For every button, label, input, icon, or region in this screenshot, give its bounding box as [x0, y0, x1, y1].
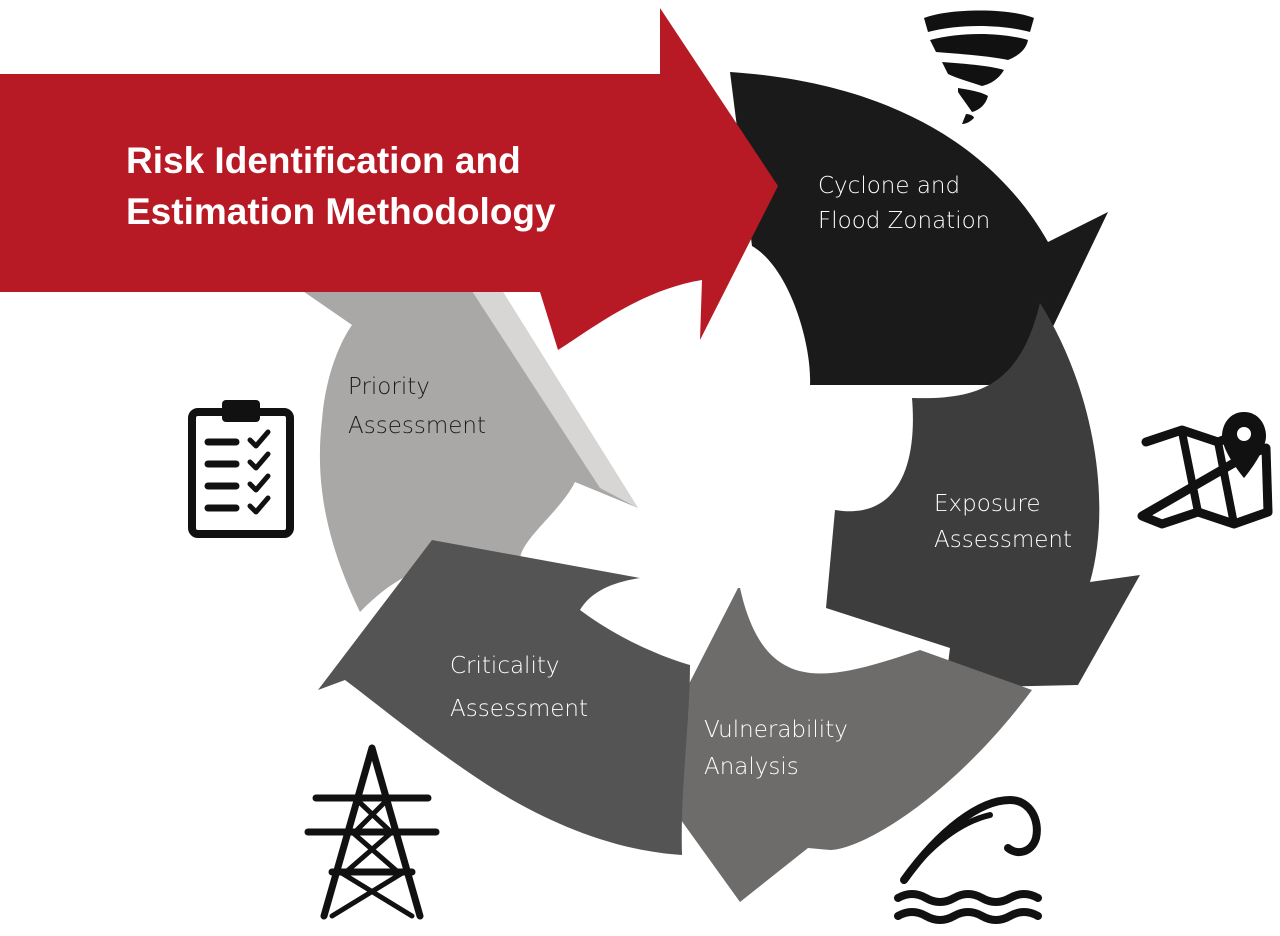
- cycle-arrow-vulnerability-analysis: [645, 588, 1032, 902]
- cycle-arrow-cyclone-flood-zonation: [730, 72, 1108, 385]
- step-label-priority-line-1: Priority: [348, 374, 430, 400]
- map-pin-icon: [1137, 412, 1273, 529]
- step-label-criticality-line-1: Criticality: [450, 653, 559, 679]
- step-label-exposure-line-1: Exposure: [934, 491, 1040, 517]
- clipboard-checklist-icon: [188, 400, 294, 538]
- wave-icon: [894, 796, 1042, 924]
- diagram-title-line-2: Estimation Methodology: [126, 191, 556, 232]
- step-label-cyclone-line-1: Cyclone and: [818, 173, 960, 199]
- step-label-cyclone-line-2: Flood Zonation: [818, 208, 990, 234]
- transmission-tower-icon: [304, 744, 440, 920]
- cycle-arrow-priority-assessment: [255, 258, 638, 612]
- diagram-title-line-1: Risk Identification and: [126, 140, 521, 181]
- tornado-icon: [924, 10, 1034, 124]
- title-arrow: [0, 8, 778, 350]
- step-label-vulnerability-line-2: Analysis: [704, 754, 799, 780]
- cycle-arrow-criticality-assessment: [318, 540, 690, 855]
- step-label-vulnerability-line-1: Vulnerability: [704, 717, 848, 743]
- step-label-criticality-line-2: Assessment: [450, 696, 588, 722]
- step-label-priority-line-2: Assessment: [348, 413, 486, 439]
- cycle-arrow-exposure-assessment: [826, 303, 1140, 688]
- step-label-exposure-line-2: Assessment: [934, 527, 1072, 553]
